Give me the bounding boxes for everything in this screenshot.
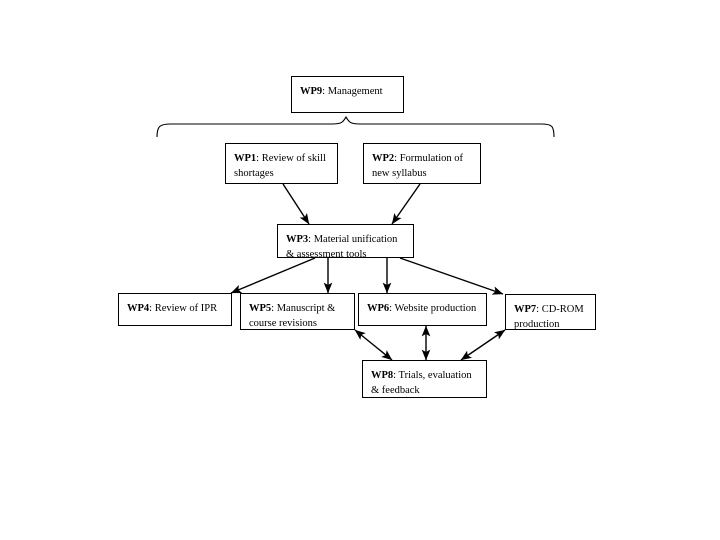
edge-wp1-wp3 — [282, 183, 310, 225]
node-wp2-id: WP2 — [372, 153, 395, 164]
node-wp5-title: Manuscript & course revisions — [249, 303, 336, 329]
node-wp1[interactable]: WP1: Review of skill shortages — [225, 143, 338, 184]
edge-wp5-wp8 — [354, 329, 393, 361]
node-wp9-id: WP9 — [300, 86, 323, 97]
node-wp1-title: Review of skill shortages — [234, 153, 326, 179]
node-wp6-id: WP6 — [367, 303, 390, 314]
node-wp3-title: Material unification & assessment tools — [286, 234, 398, 260]
node-wp7-title: CD-ROM production — [514, 304, 584, 330]
node-wp4-title: Review of IPR — [154, 303, 218, 314]
node-wp1-separator: : — [256, 153, 262, 164]
edge-wp9-brace — [156, 115, 555, 138]
node-wp5-id: WP5 — [249, 303, 272, 314]
edge-wp3-wp7 — [399, 257, 504, 295]
node-wp8[interactable]: WP8: Trials, evaluation & feedback — [362, 360, 487, 398]
node-wp3[interactable]: WP3: Material unification & assessment t… — [277, 224, 414, 260]
node-wp2[interactable]: WP2: Formulation of new syllabus — [363, 143, 481, 184]
node-wp7-id: WP7 — [514, 304, 537, 315]
node-wp7-separator: : — [536, 304, 542, 315]
node-wp5[interactable]: WP5: Manuscript & course revisions — [240, 293, 355, 330]
node-wp4-separator: : — [149, 303, 155, 314]
node-wp9[interactable]: WP9: Management — [291, 76, 404, 113]
edge-wp2-wp3 — [391, 183, 421, 225]
node-wp2-separator: : — [394, 153, 400, 164]
node-wp9-title: Management — [327, 86, 383, 97]
node-wp4[interactable]: WP4: Review of IPR — [118, 293, 232, 326]
node-wp8-title: Trials, evaluation & feedback — [371, 370, 472, 396]
node-wp5-separator: : — [271, 303, 277, 314]
node-wp4-id: WP4 — [127, 303, 150, 314]
node-wp6-separator: : — [389, 303, 395, 314]
edge-wp3-wp4 — [230, 257, 316, 294]
edge-wp7-wp8 — [460, 329, 506, 361]
node-wp9-separator: : — [322, 86, 328, 97]
node-wp3-separator: : — [308, 234, 314, 245]
node-wp6-title: Website production — [394, 303, 477, 314]
node-wp8-id: WP8 — [371, 370, 394, 381]
node-wp8-separator: : — [393, 370, 399, 381]
node-wp2-title: Formulation of new syllabus — [372, 153, 464, 179]
node-wp3-id: WP3 — [286, 234, 309, 245]
node-wp1-id: WP1 — [234, 153, 257, 164]
node-wp7[interactable]: WP7: CD-ROM production — [505, 294, 596, 330]
node-wp6[interactable]: WP6: Website production — [358, 293, 487, 326]
